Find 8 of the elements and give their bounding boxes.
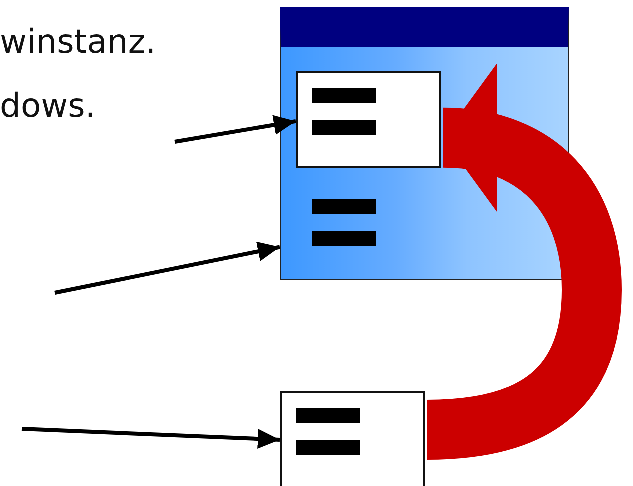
curved-arrow [426, 66, 622, 460]
text-fragment: dows. [0, 86, 96, 126]
arrow [22, 427, 280, 450]
dialog-box [280, 391, 425, 486]
arrow [174, 115, 296, 144]
arrow [54, 242, 280, 295]
text-fragment: winstanz. [0, 22, 156, 62]
dialog-box [296, 71, 441, 168]
